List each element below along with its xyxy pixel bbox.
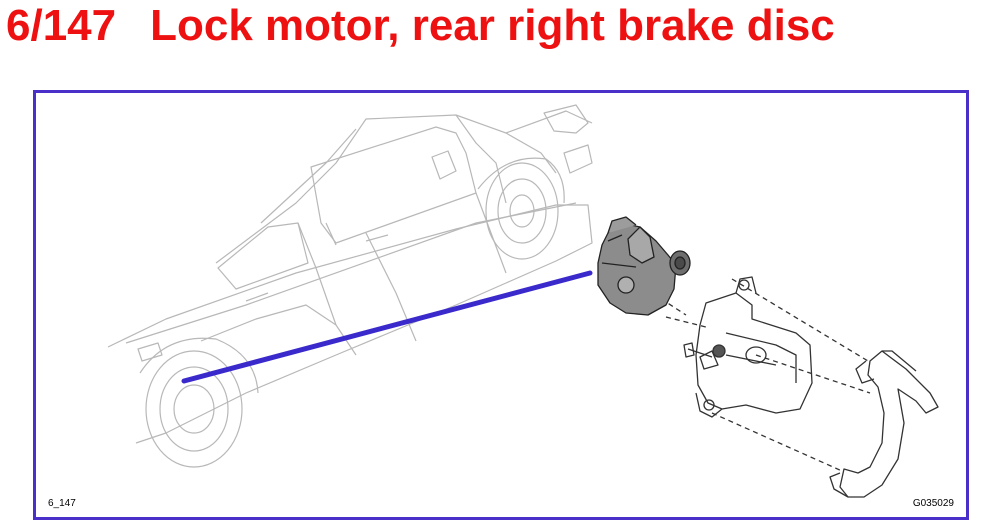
diagram-illustration (107, 104, 939, 498)
figure-id: 6_147 (48, 498, 76, 509)
pointer-line (181, 270, 593, 384)
brake-assembly (645, 276, 939, 498)
diagram-frame: 6_147 G035029 (33, 90, 969, 520)
page-number: 6/147 (6, 1, 117, 50)
title-text: Lock motor, rear right brake disc (150, 1, 835, 50)
page-title: 6/147 Lock motor, rear right brake disc (6, 0, 835, 52)
car-outline (107, 104, 593, 468)
drawing-id: G035029 (912, 498, 954, 509)
lock-motor (597, 216, 691, 316)
